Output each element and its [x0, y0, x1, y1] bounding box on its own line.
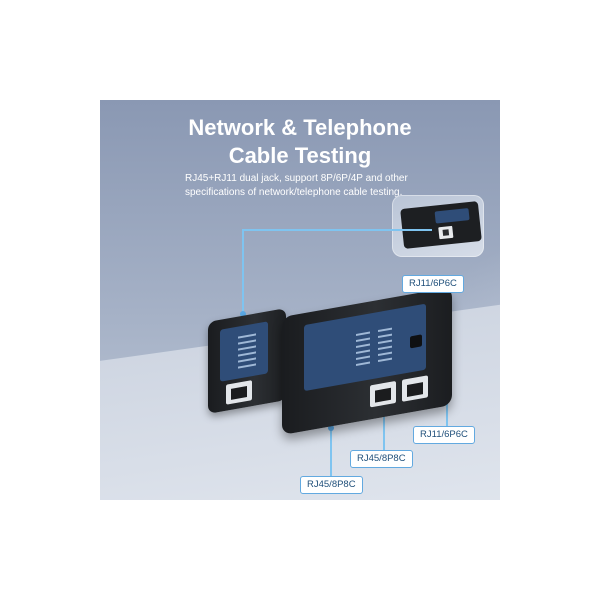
callout-line-inset-h [242, 229, 432, 231]
callout-label-inset-rj11: RJ11/6P6C [402, 275, 464, 293]
main-rj11-port-icon [402, 375, 428, 402]
inset-port-closeup [392, 195, 484, 257]
callout-line-rj45-remote-v [330, 428, 332, 478]
power-switch-icon [410, 334, 422, 349]
callout-dot-rj45-remote [328, 425, 334, 431]
feature-description: RJ45+RJ11 dual jack, support 8P/6P/4P an… [185, 173, 408, 198]
callout-label-main-rj45: RJ45/8P8C [350, 450, 413, 468]
callout-dot-inset [240, 311, 246, 317]
title-line-1: Network & Telephone [188, 115, 412, 140]
inset-device-illustration [400, 201, 482, 249]
callout-line-rj45-main-v [383, 412, 385, 452]
title-line-2: Cable Testing [228, 143, 372, 168]
callout-label-remote-rj45: RJ45/8P8C [300, 476, 363, 494]
callout-line-inset-v [242, 229, 244, 314]
callout-label-main-rj11: RJ11/6P6C [413, 426, 475, 444]
inset-blue-panel [434, 208, 470, 224]
remote-indicator-panel [220, 321, 268, 382]
callout-line-rj11-v [446, 398, 448, 428]
inset-rj11-port-icon [438, 225, 454, 240]
main-rj45-port-icon [370, 380, 396, 408]
page-title: Network & Telephone Cable Testing [100, 114, 500, 170]
remote-tester-unit [208, 308, 286, 414]
remote-rj45-port-icon [226, 380, 252, 405]
product-scene: Network & Telephone Cable Testing RJ45+R… [100, 100, 500, 500]
